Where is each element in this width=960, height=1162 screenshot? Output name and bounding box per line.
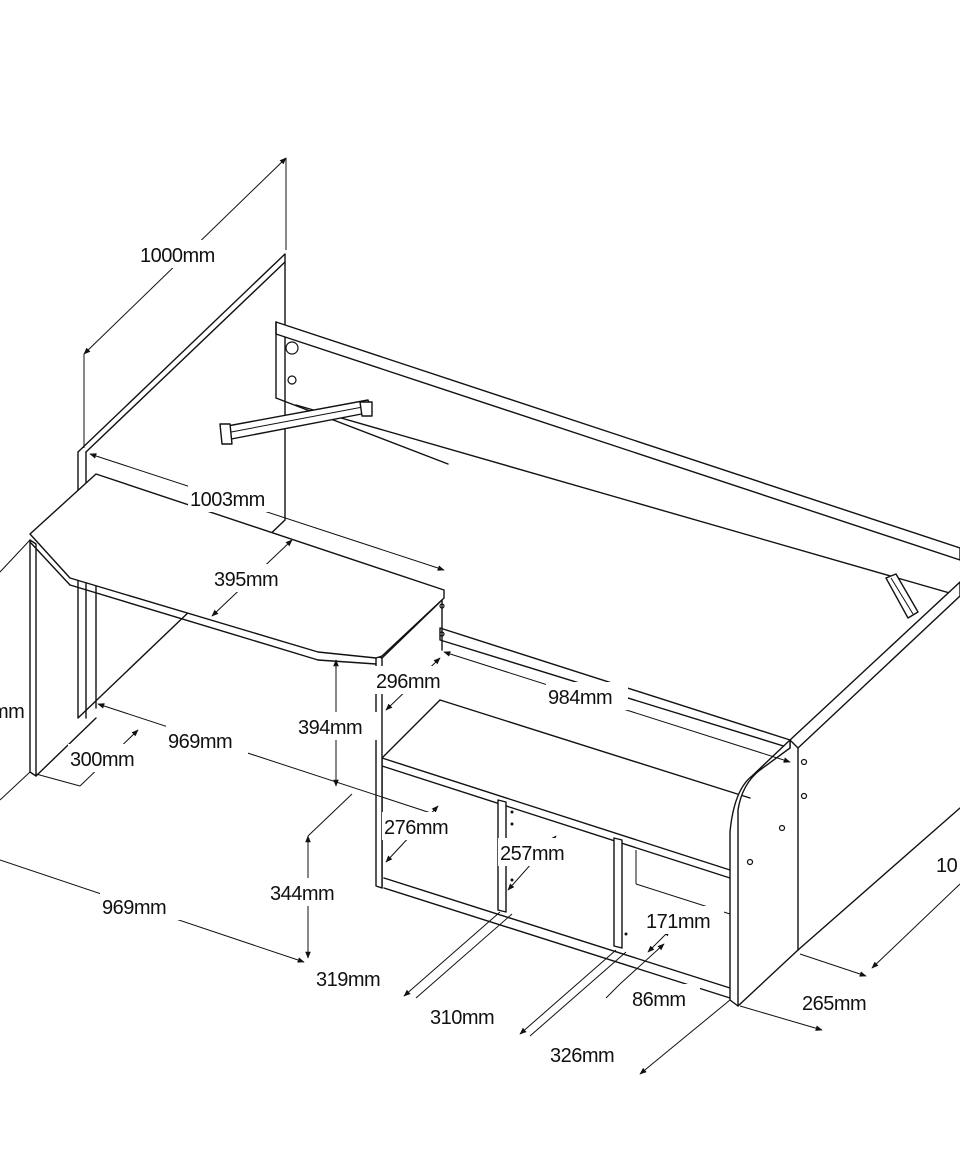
dim-label-right-partial: 10 xyxy=(936,855,958,877)
dimension-labels: 1000mm 1003mm 395mm 296mm 984mm 394mm 96… xyxy=(0,240,960,1068)
bolt-hole xyxy=(800,758,808,766)
bolt-hole xyxy=(800,792,808,800)
dim-label-shelf-depth: 276mm xyxy=(384,817,448,839)
dim-label-bed-length: 984mm xyxy=(548,687,612,709)
bolt-hole xyxy=(746,858,754,866)
dim-label-front-offset: 86mm xyxy=(632,989,686,1011)
dim-label-base-length: 969mm xyxy=(102,897,166,919)
dim-label-desk-leg-depth: 300mm xyxy=(70,749,134,771)
back-panel xyxy=(275,321,960,597)
dim-label-compartment-1: 319mm xyxy=(316,969,380,991)
dim-label-side-cut: 296mm xyxy=(376,671,440,693)
bolt-hole xyxy=(778,824,786,832)
dim-label-desk-length: 1003mm xyxy=(190,489,265,511)
dim-label-desk-depth: 395mm xyxy=(214,569,278,591)
dim-label-desk-span: 969mm xyxy=(168,731,232,753)
dim-label-headboard-height: 1000mm xyxy=(140,245,215,267)
metal-bracket-left xyxy=(219,399,373,445)
dim-label-lower-height: 344mm xyxy=(270,883,334,905)
bolt-hole xyxy=(285,341,299,355)
dim-label-compartment-2: 310mm xyxy=(430,1007,494,1029)
dim-label-small-shelf: 171mm xyxy=(646,911,710,933)
dim-label-end-depth: 265mm xyxy=(802,993,866,1015)
dim-label-desk-leg-height: 394mm xyxy=(298,717,362,739)
storage-unit xyxy=(381,603,808,1007)
metal-bracket-right xyxy=(885,573,919,619)
dim-label-shelf-height: 257mm xyxy=(500,843,564,865)
bolt-hole xyxy=(287,375,297,385)
dim-label-left-partial: mm xyxy=(0,701,24,723)
foot-end-frame xyxy=(789,581,960,951)
dim-label-compartment-3: 326mm xyxy=(550,1045,614,1067)
